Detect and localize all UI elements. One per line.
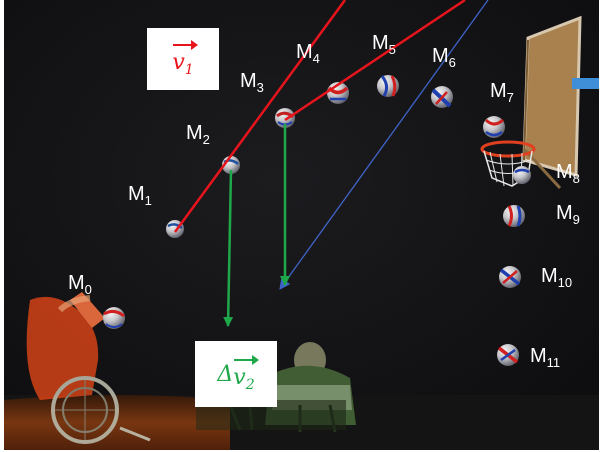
velocity-line-m1 [173,0,347,233]
blue-vector [279,0,489,290]
background-people [196,342,356,433]
ball-M3 [275,108,295,128]
velocity-line-m3 [284,0,466,122]
ball-M5 [377,75,399,97]
basketball-hoop [480,15,599,190]
ball-M0 [103,307,125,329]
label-m5: M5 [372,32,396,57]
ball-M9 [503,205,525,227]
rim [480,140,536,158]
ball-M7 [483,116,505,138]
label-m4: M4 [296,41,320,66]
label-m0: M0 [68,272,92,297]
label-m9: M9 [556,202,580,227]
label-m6: M6 [432,45,456,70]
label-m10: M10 [541,265,573,290]
label-m8: M8 [556,161,580,186]
green-vector-m2 [223,169,234,327]
ball-M11 [497,344,519,366]
label-m3: M3 [240,70,264,95]
ball-M10 [499,266,521,288]
vector-label-v1: v1 [147,28,219,90]
floor-glow [4,395,230,450]
label-m1: M1 [128,183,152,208]
ball-M8 [513,166,531,184]
label-m2: M2 [186,122,210,147]
label-m11: M11 [530,345,561,370]
label-m7: M7 [490,80,514,105]
ball-M6 [431,86,453,108]
player-wheelchair [26,292,151,444]
hoop-support [572,78,599,89]
